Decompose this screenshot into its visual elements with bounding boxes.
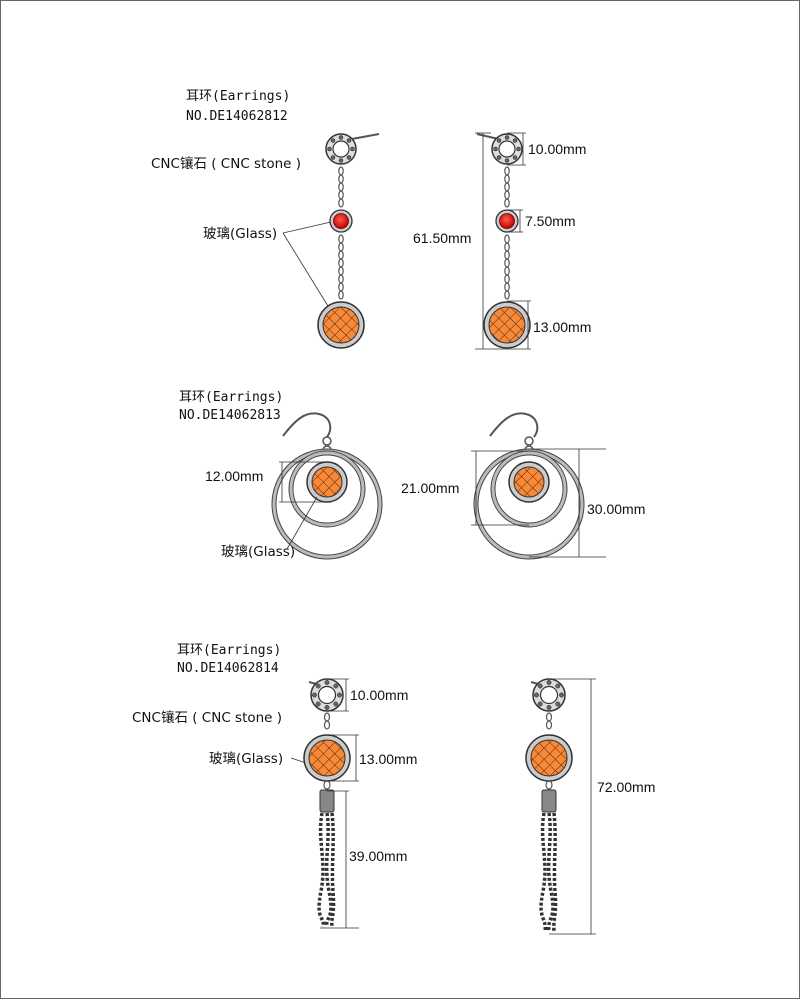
- inner-hoop-highlight: [289, 451, 365, 527]
- cnc-stone-label: CNC镶石 ( CNC stone ): [151, 155, 301, 172]
- jump-ring: [524, 436, 534, 446]
- tassel-cap: [319, 789, 335, 813]
- orange-glass-stone: [308, 739, 346, 777]
- orange-glass-stone: [488, 306, 526, 344]
- orange-glass-stone: [311, 466, 343, 498]
- earring-front-view: [303, 678, 351, 928]
- chain-link: [338, 166, 344, 208]
- product-number: NO.DE14062812: [186, 109, 288, 124]
- cnc-stone-label: CNC镶石 ( CNC stone ): [132, 709, 282, 726]
- dimension-lines: [279, 461, 327, 550]
- product-title: 耳环(Earrings): [177, 643, 281, 658]
- glass-label: 玻璃(Glass): [209, 750, 283, 767]
- dim-tassel-length: 39.00mm: [349, 848, 407, 864]
- product-de14062814: 耳环(Earrings) NO.DE14062814 CNC镶石 ( CNC s…: [132, 643, 655, 935]
- earring-dimension-view: [525, 678, 573, 933]
- dimension-lines: [320, 678, 359, 929]
- chain-link: [323, 780, 331, 790]
- orange-glass-stone: [513, 466, 545, 498]
- product-number: NO.DE14062814: [177, 661, 279, 676]
- dim-ring-diameter: 10.00mm: [528, 141, 586, 157]
- ring-hole: [317, 685, 337, 705]
- chain-link: [504, 234, 510, 300]
- leader-line: [282, 221, 332, 234]
- orange-glass-stone: [322, 306, 360, 344]
- chain-link: [504, 166, 510, 208]
- glass-label: 玻璃(Glass): [203, 225, 277, 242]
- orange-glass-stone: [530, 739, 568, 777]
- dim-total-length: 72.00mm: [597, 779, 655, 795]
- product-title: 耳环(Earrings): [186, 89, 290, 104]
- chain-link: [545, 780, 553, 790]
- earring-front-view: [317, 133, 380, 349]
- dim-glass-diameter: 13.00mm: [359, 751, 417, 767]
- red-glass-stone: [333, 213, 349, 229]
- chain-link: [323, 712, 331, 730]
- product-de14062813: 耳环(Earrings) NO.DE14062813 12.00mm 玻璃(Gl…: [179, 390, 645, 560]
- tassel-chains: [539, 812, 558, 933]
- dim-ring-diameter: 10.00mm: [350, 687, 408, 703]
- earring-front-view: [271, 412, 383, 560]
- ring-hole: [539, 685, 559, 705]
- dim-outer-hoop: 30.00mm: [587, 501, 645, 517]
- chain-link: [545, 712, 553, 730]
- jump-ring: [322, 436, 332, 446]
- ring-hole: [498, 140, 516, 158]
- ring-hole: [332, 140, 350, 158]
- chain-link: [338, 234, 344, 300]
- tassel-cap: [541, 789, 557, 813]
- earring-dimension-view: 10.00mm 7.50mm 61.50mm 13.00mm: [413, 132, 591, 350]
- tassel-chains: [317, 812, 336, 928]
- product-number: NO.DE14062813: [179, 408, 281, 423]
- earring-dimension-view: [473, 412, 585, 560]
- dim-glass-diameter: 12.00mm: [205, 468, 263, 484]
- stone-beads: [312, 680, 342, 710]
- dimension-lines: [471, 448, 606, 558]
- dim-inner-hoop: 21.00mm: [401, 480, 459, 496]
- stone-beads: [534, 680, 564, 710]
- glass-label: 玻璃(Glass): [221, 543, 295, 560]
- dim-orange-glass-diameter: 13.00mm: [533, 319, 591, 335]
- dimension-lines: [549, 678, 596, 935]
- stone-beads: [327, 135, 355, 163]
- dim-red-glass-diameter: 7.50mm: [525, 213, 576, 229]
- stone-beads: [493, 135, 521, 163]
- ear-hook: [282, 412, 332, 438]
- dim-total-length: 61.50mm: [413, 230, 471, 246]
- dimension-lines: [475, 132, 531, 350]
- product-de14062812: 耳环(Earrings) NO.DE14062812 CNC镶石 ( CNC s…: [151, 89, 591, 350]
- red-glass-stone: [499, 213, 515, 229]
- product-title: 耳环(Earrings): [179, 390, 283, 405]
- ear-hook: [489, 412, 539, 438]
- leader-line: [282, 232, 332, 312]
